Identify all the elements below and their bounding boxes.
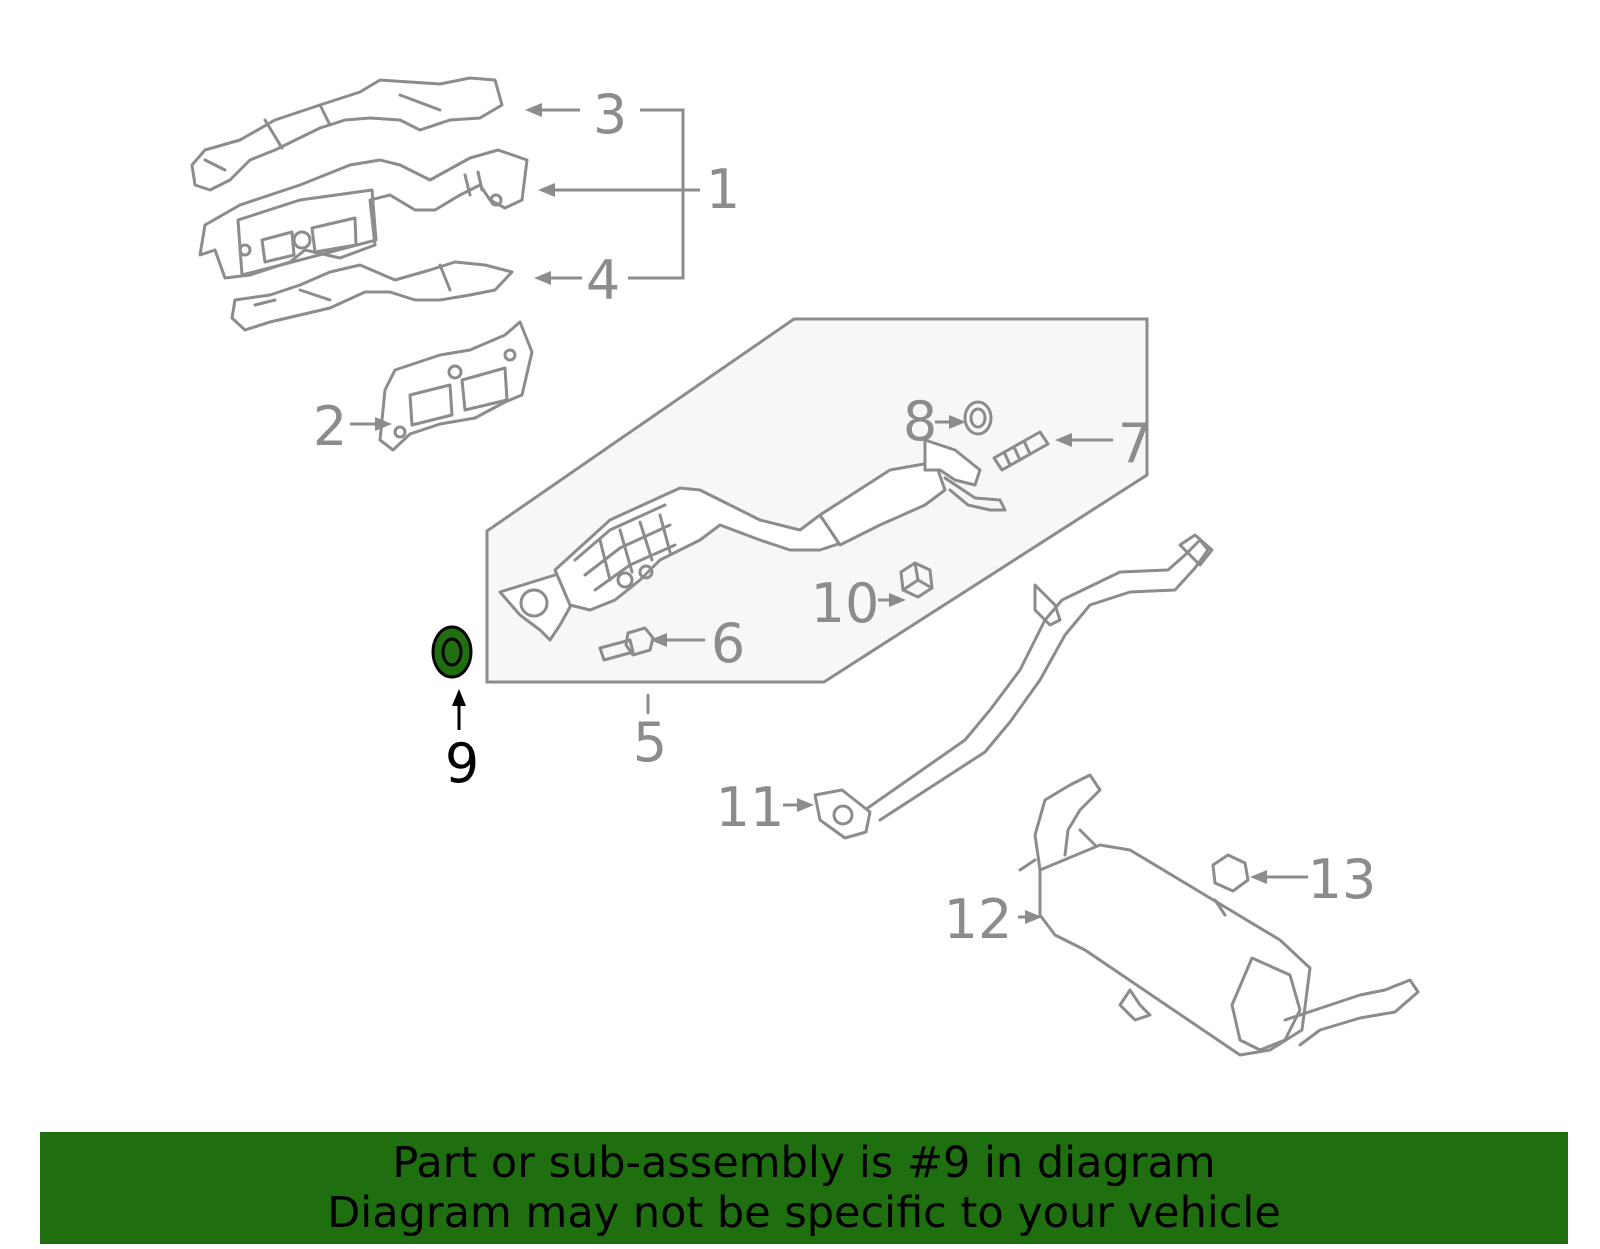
callout-8: 8	[903, 390, 937, 453]
part-11-center-pipe[interactable]	[813, 533, 1214, 840]
callout-12: 12	[944, 888, 1013, 951]
banner-line-2: Diagram may not be specific to your vehi…	[327, 1188, 1281, 1238]
part-5-front-pipe-catalytic-converter[interactable]	[498, 438, 1007, 642]
part-1-exhaust-manifold[interactable]	[198, 148, 529, 280]
part-7-stud[interactable]	[992, 430, 1050, 472]
leader-lines	[350, 103, 1308, 924]
part-3-upper-heat-shield[interactable]	[190, 76, 504, 192]
info-banner: Part or sub-assembly is #9 in diagram Di…	[40, 1132, 1568, 1244]
part-10-nut[interactable]	[899, 561, 934, 599]
part-13-nut[interactable]	[1211, 853, 1250, 893]
callout-5: 5	[633, 711, 667, 774]
part-4-lower-heat-shield[interactable]	[230, 260, 514, 332]
part-12-muffler[interactable]	[1018, 773, 1420, 1057]
callout-13: 13	[1308, 848, 1377, 911]
callout-2: 2	[313, 395, 347, 458]
callout-10: 10	[811, 572, 880, 635]
callout-11: 11	[716, 776, 785, 839]
callout-4: 4	[586, 249, 620, 312]
part-9-gasket-highlighted[interactable]	[431, 625, 473, 679]
part-6-bolt[interactable]	[598, 626, 655, 662]
part-2-manifold-gasket[interactable]	[378, 320, 534, 452]
callout-3: 3	[593, 83, 627, 146]
callout-7: 7	[1118, 412, 1152, 475]
callout-6: 6	[711, 612, 745, 675]
banner-line-1: Part or sub-assembly is #9 in diagram	[392, 1138, 1216, 1188]
callout-1: 1	[706, 158, 740, 221]
callout-9: 9	[445, 732, 479, 795]
part-8-gasket-ring[interactable]	[963, 400, 993, 436]
